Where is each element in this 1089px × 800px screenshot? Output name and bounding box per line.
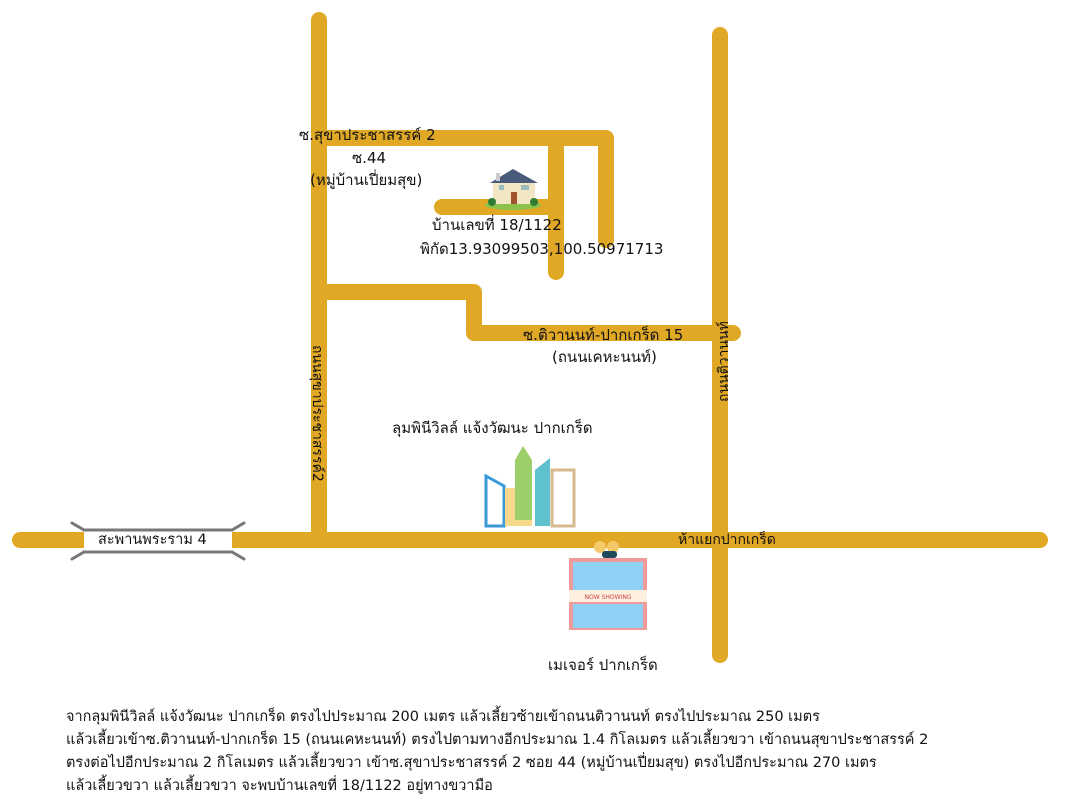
tiwanon-road-label: ถนนติวานนท์ — [716, 321, 732, 402]
road-soi-sukha-2 — [311, 130, 614, 248]
directions-line: ตรงต่อไปอีกประมาณ 2 กิโลเมตร แล้วเลี้ยวข… — [66, 755, 877, 771]
house-number-label: บ้านเลขที่ 18/1122 — [432, 216, 562, 234]
village-label: (หมู่บ้านเปี่ยมสุข) — [310, 171, 423, 189]
coordinates-label: พิกัด13.93099503,100.50971713 — [420, 240, 664, 258]
soi-44-label: ซ.44 — [352, 149, 387, 167]
directions-text: จากลุมพินีวิลล์ แจ้งวัฒนะ ปากเกร็ด ตรงไป… — [66, 706, 928, 798]
condo-buildings-icon — [484, 446, 576, 528]
road-tiwanon-15 — [311, 284, 741, 341]
khehanon-label: (ถนนเคหะนนท์) — [552, 348, 657, 366]
tiwanon-15-label: ซ.ติวานนท์-ปากเกร็ด 15 — [523, 326, 684, 344]
bridge-label: สะพานพระราม 4 — [98, 532, 207, 548]
directions-line: แล้วเลี้ยวเข้าซ.ติวานนท์-ปากเกร็ด 15 (ถน… — [66, 732, 929, 748]
bridge — [70, 521, 246, 561]
cinema-label: เมเจอร์ ปากเกร็ด — [548, 656, 658, 674]
house-icon — [485, 169, 541, 210]
intersection-label: ห้าแยกปากเกร็ด — [678, 532, 776, 548]
directions-line: จากลุมพินีวิลล์ แจ้งวัฒนะ ปากเกร็ด ตรงไป… — [66, 709, 820, 725]
directions-line: แล้วเลี้ยวขวา แล้วเลี้ยวขวา จะพบบ้านเลขท… — [66, 778, 493, 794]
soi-sukha-2-label: ซ.สุขาประชาสรรค์ 2 — [299, 126, 436, 144]
cinema-icon: NOW SHOWING — [569, 541, 647, 630]
sukha-road-label: ถนนสุขาประชาสรรค์2 — [309, 345, 325, 482]
cinema-sign: NOW SHOWING — [585, 594, 632, 601]
condo-label: ลุมพินีวิลล์ แจ้งวัฒนะ ปากเกร็ด — [392, 419, 593, 437]
